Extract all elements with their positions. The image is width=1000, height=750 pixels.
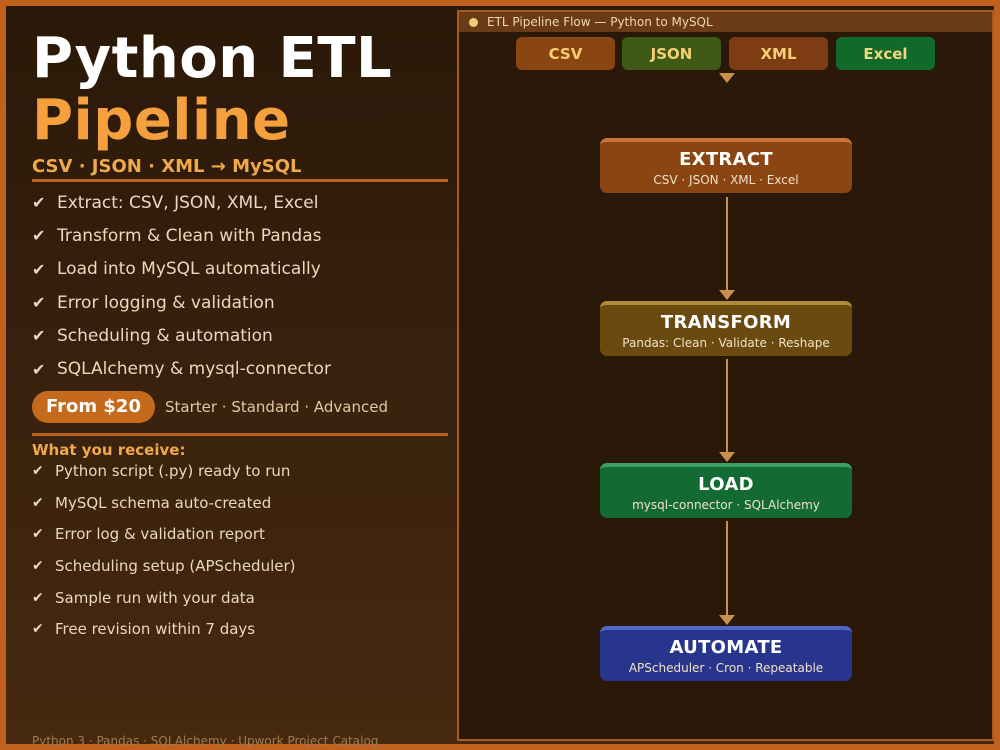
pipeline-panel: ETL Pipeline Flow — Python to MySQL CSV … (457, 10, 994, 741)
stage-desc: CSV · JSON · XML · Excel (653, 172, 799, 187)
feature-item: ✔ Extract: CSV, JSON, XML, Excel (32, 186, 452, 219)
check-icon: ✔ (32, 462, 44, 479)
feature-item: ✔ SQLAlchemy & mysql-connector (32, 352, 452, 385)
receive-item: ✔ Free revision within 7 days (32, 613, 452, 645)
title-line-2: Pipeline (32, 88, 291, 153)
stage-name: AUTOMATE (669, 636, 783, 658)
feature-label: Extract: CSV, JSON, XML, Excel (57, 192, 319, 213)
receive-label: Python script (.py) ready to run (55, 461, 291, 480)
feature-item: ✔ Transform & Clean with Pandas (32, 219, 452, 252)
feature-label: SQLAlchemy & mysql-connector (57, 359, 331, 380)
stage-transform: TRANSFORM Pandas: Clean · Validate · Res… (600, 301, 852, 356)
divider (32, 179, 448, 182)
receive-item: ✔ MySQL schema auto-created (32, 487, 452, 519)
arrow-sources (719, 73, 735, 83)
receive-item: ✔ Sample run with your data (32, 582, 452, 614)
check-icon: ✔ (32, 621, 44, 638)
feature-label: Scheduling & automation (57, 325, 273, 346)
check-icon: ✔ (32, 526, 44, 543)
source-excel: Excel (836, 37, 935, 70)
check-icon: ✔ (32, 293, 46, 313)
check-icon: ✔ (32, 589, 44, 606)
status-dot-icon (469, 17, 478, 27)
stage-desc: APScheduler · Cron · Repeatable (628, 660, 824, 675)
price-badge: From $20 (32, 391, 155, 423)
check-icon: ✔ (32, 557, 44, 574)
arrow-load-automate (719, 521, 735, 625)
feature-label: Error logging & validation (57, 292, 275, 313)
footer-text: Python 3 · Pandas · SQLAlchemy · Upwork … (32, 734, 379, 748)
panel-title: ETL Pipeline Flow — Python to MySQL (487, 15, 713, 29)
feature-label: Load into MySQL automatically (57, 259, 321, 280)
receive-label: Free revision within 7 days (55, 620, 256, 639)
receive-list: ✔ Python script (.py) ready to run ✔ MySQL… (32, 455, 452, 645)
source-xml: XML (729, 37, 828, 70)
check-icon: ✔ (32, 359, 46, 379)
stage-name: EXTRACT (679, 148, 773, 170)
flow-arrows (719, 73, 735, 625)
pricing-row: From $20 Starter · Standard · Advanced (32, 391, 388, 423)
stage-extract: EXTRACT CSV · JSON · XML · Excel (600, 138, 852, 193)
stage-automate: AUTOMATE APScheduler · Cron · Repeatable (600, 626, 852, 681)
feature-item: ✔ Load into MySQL automatically (32, 253, 452, 286)
check-icon: ✔ (32, 326, 46, 346)
feature-label: Transform & Clean with Pandas (57, 225, 322, 246)
arrow-transform-load (719, 359, 735, 462)
check-icon: ✔ (32, 259, 46, 279)
stage-load: LOAD mysql-connector · SQLAlchemy (600, 463, 852, 518)
stage-desc: mysql-connector · SQLAlchemy (632, 497, 820, 512)
stage-desc: Pandas: Clean · Validate · Reshape (622, 335, 830, 350)
check-icon: ✔ (32, 494, 44, 511)
stage-name: TRANSFORM (660, 311, 792, 333)
arrow-extract-transform (719, 197, 735, 300)
feature-item: ✔ Error logging & validation (32, 286, 452, 319)
check-icon: ✔ (32, 226, 46, 246)
source-json: JSON (622, 37, 721, 70)
source-csv: CSV (516, 37, 615, 70)
receive-item: ✔ Scheduling setup (APScheduler) (32, 550, 452, 582)
panel-header: ETL Pipeline Flow — Python to MySQL (459, 12, 992, 32)
receive-label: Error log & validation report (55, 525, 265, 544)
receive-label: MySQL schema auto-created (55, 493, 272, 512)
receive-item: ✔ Python script (.py) ready to run (32, 455, 452, 487)
receive-heading: What you receive: (32, 441, 186, 459)
subtitle: CSV · JSON · XML → MySQL (32, 156, 302, 177)
receive-label: Scheduling setup (APScheduler) (55, 556, 296, 575)
pricing-tiers: Starter · Standard · Advanced (164, 398, 388, 416)
check-icon: ✔ (32, 193, 46, 213)
divider (32, 433, 448, 436)
title-line-1: Python ETL (32, 26, 393, 91)
stage-name: LOAD (698, 473, 754, 495)
receive-item: ✔ Error log & validation report (32, 518, 452, 550)
receive-label: Sample run with your data (55, 588, 255, 607)
feature-list: ✔ Extract: CSV, JSON, XML, Excel ✔ Transfo… (32, 186, 452, 386)
feature-item: ✔ Scheduling & automation (32, 319, 452, 352)
